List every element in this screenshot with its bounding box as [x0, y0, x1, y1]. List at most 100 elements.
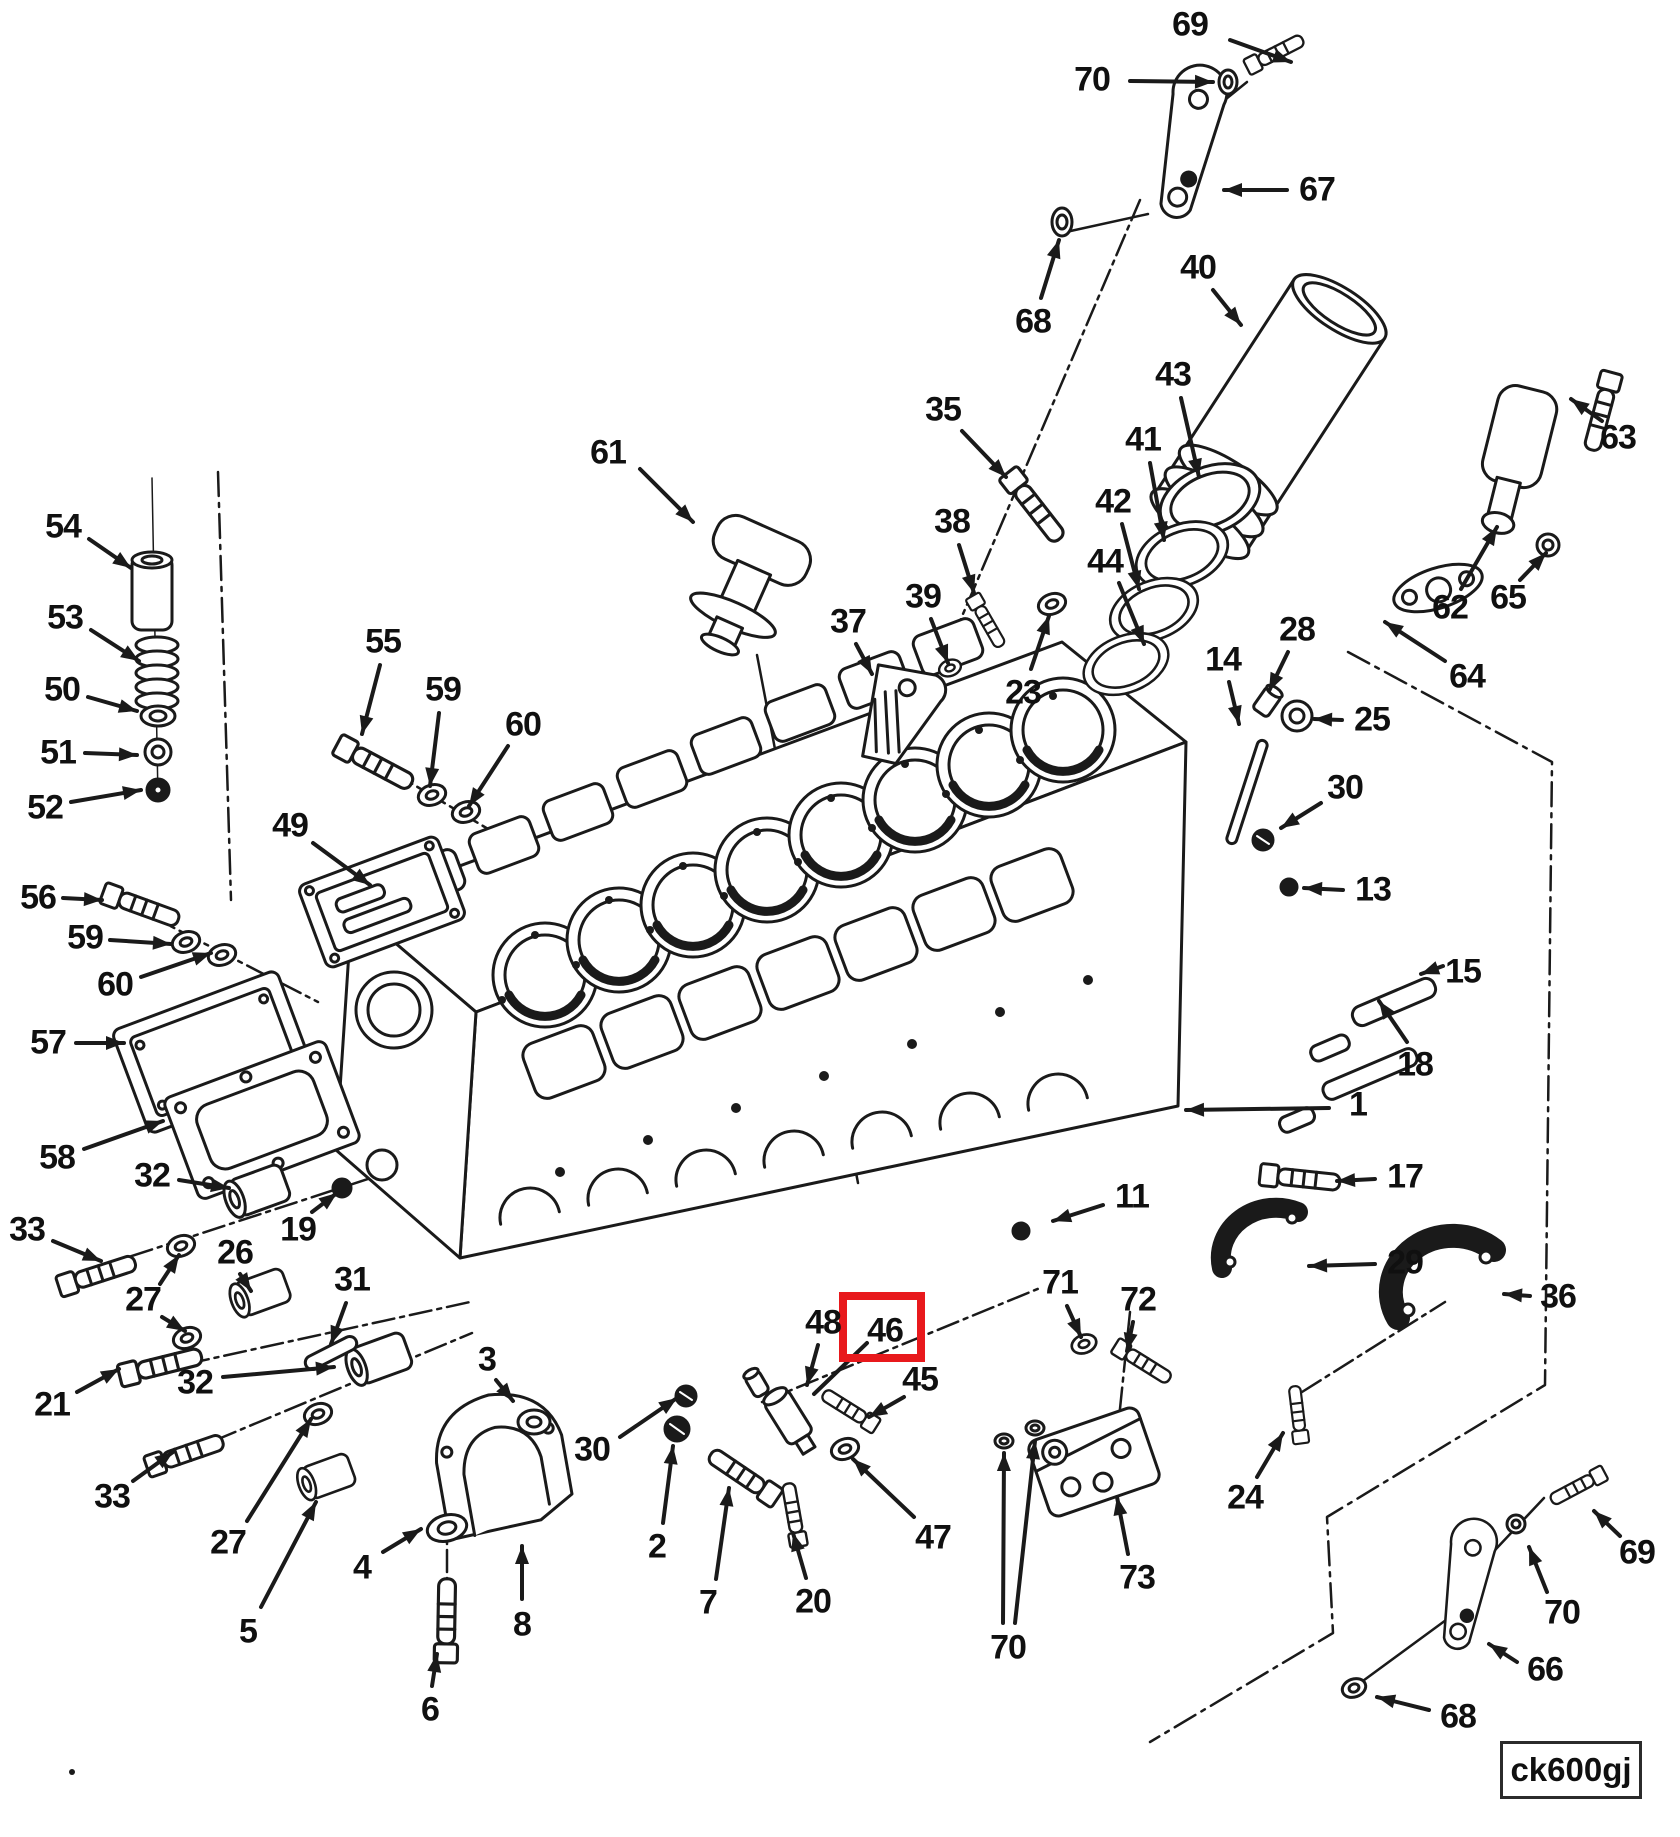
breather-62-art	[1392, 368, 1625, 614]
callout-61-9: 61	[590, 433, 627, 472]
highlight-box-46	[839, 1292, 925, 1362]
fitting-46-art	[742, 1366, 883, 1465]
callout-55-35: 55	[365, 622, 402, 661]
callout-60-37: 60	[505, 705, 542, 744]
callout-69-0: 69	[1172, 5, 1209, 44]
callout-41-6: 41	[1125, 420, 1162, 459]
callout-43-5: 43	[1155, 355, 1192, 394]
callout-38-11: 38	[934, 502, 971, 541]
callout-15-24: 15	[1445, 952, 1482, 991]
callout-29-28: 29	[1387, 1243, 1424, 1282]
callout-46-64: 46	[867, 1311, 904, 1350]
engine-block-art	[334, 614, 1188, 1260]
callout-54-30: 54	[45, 507, 82, 546]
bottom-hardware-art	[663, 1384, 810, 1550]
callout-45-65: 45	[902, 1360, 939, 1399]
callout-48-63: 48	[805, 1303, 842, 1342]
callout-27-53: 27	[210, 1523, 247, 1562]
callout-64-18: 64	[1449, 657, 1486, 696]
callout-24-71: 24	[1227, 1478, 1264, 1517]
callout-3-58: 3	[478, 1340, 497, 1379]
callout-32-51: 32	[177, 1363, 214, 1402]
bracket-66-art	[69, 1463, 1610, 1775]
callout-37-13: 37	[830, 602, 867, 641]
callout-70-1: 70	[1074, 60, 1111, 99]
callout-13-23: 13	[1355, 870, 1392, 909]
callout-66-73: 66	[1527, 1650, 1564, 1689]
figure-code-label: ck600gj	[1510, 1751, 1632, 1788]
callout-44-8: 44	[1087, 542, 1124, 581]
bolt-hole-dots	[498, 692, 1093, 1177]
callout-33-45: 33	[9, 1210, 46, 1249]
dowel-pins-art	[1277, 976, 1438, 1134]
callout-32-44: 32	[134, 1156, 171, 1195]
callout-26-47: 26	[217, 1233, 254, 1272]
callout-7-61: 7	[699, 1583, 718, 1622]
callout-28-19: 28	[1279, 610, 1316, 649]
callout-51-33: 51	[40, 733, 77, 772]
callout-11-67: 11	[1115, 1177, 1150, 1216]
callout-68-3: 68	[1015, 302, 1052, 341]
callout-4-55: 4	[353, 1548, 372, 1587]
part-61-art	[689, 513, 812, 657]
callout-65-17: 65	[1490, 578, 1527, 617]
callout-1-26: 1	[1349, 1085, 1368, 1124]
callout-70-72: 70	[990, 1628, 1027, 1667]
callout-68-74: 68	[1440, 1697, 1477, 1736]
callout-57-42: 57	[30, 1023, 67, 1062]
tappet-spring-art	[130, 550, 180, 803]
liner-rings-art	[1073, 273, 1388, 708]
callout-36-29: 36	[1540, 1277, 1577, 1316]
callout-40-4: 40	[1180, 248, 1217, 287]
left-hardware-art	[53, 1161, 416, 1504]
callout-52-34: 52	[27, 788, 64, 827]
callout-14-20: 14	[1205, 640, 1242, 679]
callout-30-59: 30	[574, 1430, 611, 1469]
nozzle-73-art	[993, 1221, 1176, 1518]
callout-47-66: 47	[915, 1518, 952, 1557]
callout-62-16: 62	[1432, 588, 1469, 627]
callout-20-62: 20	[795, 1582, 832, 1621]
callout-35-10: 35	[925, 390, 962, 429]
callout-30-22: 30	[1327, 768, 1364, 807]
bracket-67-art	[1050, 30, 1308, 238]
callout-18-25: 18	[1397, 1045, 1434, 1084]
callout-70-76: 70	[1544, 1593, 1581, 1632]
callout-19-46: 19	[280, 1210, 317, 1249]
callout-67-2: 67	[1299, 170, 1336, 209]
callout-69-75: 69	[1619, 1533, 1656, 1572]
callout-6-56: 6	[421, 1690, 440, 1729]
deck-plugs-art	[1225, 683, 1314, 897]
callout-49-38: 49	[272, 806, 309, 845]
callout-58-43: 58	[39, 1138, 76, 1177]
callout-73-70: 73	[1119, 1558, 1156, 1597]
top-hardware-art	[861, 464, 1071, 766]
callout-33-52: 33	[94, 1477, 131, 1516]
callout-53-31: 53	[47, 598, 84, 637]
callout-21-50: 21	[34, 1385, 71, 1424]
callout-63-15: 63	[1600, 418, 1637, 457]
cover-49-art	[298, 732, 484, 969]
callout-25-21: 25	[1354, 700, 1391, 739]
callout-5-54: 5	[239, 1612, 258, 1651]
callout-59-40: 59	[67, 918, 104, 957]
view-boundary-lines	[216, 470, 1554, 1744]
callout-31-49: 31	[334, 1260, 371, 1299]
callout-59-36: 59	[425, 670, 462, 709]
callout-27-48: 27	[125, 1280, 162, 1319]
callout-50-32: 50	[44, 670, 81, 709]
callout-2-60: 2	[648, 1527, 667, 1566]
bearing-cap-art	[425, 1392, 574, 1665]
callout-17-27: 17	[1387, 1157, 1424, 1196]
callout-39-12: 39	[905, 577, 942, 616]
callout-42-7: 42	[1095, 482, 1132, 521]
figure-code-box: ck600gj	[1500, 1741, 1642, 1799]
callout-8-57: 8	[513, 1605, 532, 1644]
callout-60-41: 60	[97, 965, 134, 1004]
callout-72-69: 72	[1120, 1280, 1157, 1319]
callout-71-68: 71	[1042, 1263, 1079, 1302]
clamps-art	[1210, 1161, 1506, 1446]
callout-arrows	[51, 38, 1622, 1712]
